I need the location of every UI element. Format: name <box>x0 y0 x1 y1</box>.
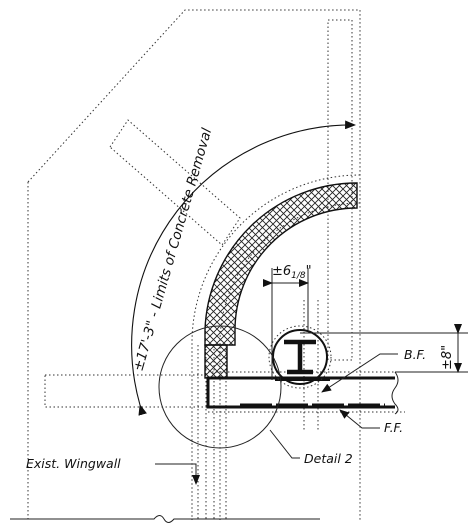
offset-dim-frac: 1/8 <box>291 271 306 281</box>
back-face-label: B.F. <box>404 347 426 362</box>
offset-dim-label: ±61/8" <box>272 264 312 281</box>
wingwall-leader <box>155 463 200 485</box>
new-slab-break <box>391 371 399 415</box>
limits-dimension-arc <box>131 120 357 416</box>
bf-leader <box>321 353 398 393</box>
limits-label: ±17'-3" - Limits of Concrete Removal <box>130 126 215 373</box>
front-face-label: F.F. <box>384 420 403 435</box>
horizontal-member <box>44 374 209 408</box>
offset-dim-main: ±6 <box>272 264 291 279</box>
ground-line <box>10 515 320 523</box>
wingwall-label: Exist. Wingwall <box>26 456 121 471</box>
height-dim-label: ±8" <box>440 345 455 370</box>
i-beam-symbol <box>284 339 316 375</box>
detail-label: Detail 2 <box>304 451 353 466</box>
offset-dim-unit: " <box>306 264 312 279</box>
existing-structure-outline <box>27 9 361 520</box>
new-slab-outline <box>206 376 395 409</box>
detail-leader <box>269 429 300 459</box>
concrete-removal-hatch-stem <box>204 344 228 379</box>
ff-leader <box>339 409 380 429</box>
